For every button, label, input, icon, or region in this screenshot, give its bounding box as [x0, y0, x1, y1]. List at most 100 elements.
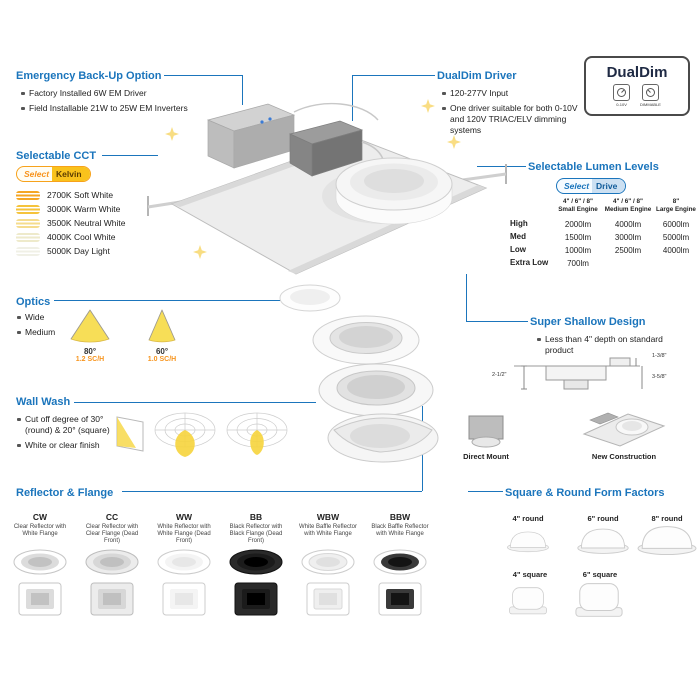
bullet-item: 120-277V Input	[441, 88, 593, 99]
new-construction-label: New Construction	[591, 452, 657, 461]
reflector-option-cc: CC Clear Reflector with Clear Flange (De…	[76, 512, 148, 618]
cct-option: 4000K Cool White	[16, 230, 125, 244]
column-engine: Large Engine	[656, 205, 696, 213]
square-trim-image	[306, 582, 350, 616]
round-trim-ring-1	[312, 315, 420, 365]
round-trim-image	[85, 549, 139, 575]
lumen-value: 4000lm	[614, 219, 642, 229]
emergency-section-title: Emergency Back-Up Option	[16, 70, 162, 82]
fixture-product-photo	[147, 99, 507, 275]
bullet-item: Field Installable 21W to 25W EM Inverter…	[20, 103, 230, 114]
leader-line	[164, 75, 242, 76]
lumen-value: 700lm	[567, 258, 589, 268]
option-description: White Reflector with White Flange (Dead …	[157, 524, 211, 545]
emergency-bullet-list: Factory Installed 6W EM Driver Field Ins…	[20, 84, 230, 114]
wallwash-bullet-list: Cut off degree of 30° (round) & 20° (squ…	[16, 410, 110, 451]
wallwash-section-title: Wall Wash	[16, 396, 71, 408]
square-trim-image	[18, 582, 62, 616]
round-8in-photo	[637, 526, 697, 556]
lumen-column-header: 4" / 6" / 8" Medium Engine	[602, 198, 654, 214]
dimension-label: 1-3/8"	[652, 353, 667, 359]
formfactors-section-title: Square & Round Form Factors	[505, 487, 665, 499]
cct-option: 3000K Warm White	[16, 202, 125, 216]
direct-mount-label: Direct Mount	[463, 452, 509, 461]
option-code: BB	[249, 512, 263, 522]
option-code: WBW	[316, 512, 340, 522]
option-description: Clear Reflector with Clear Flange (Dead …	[85, 524, 139, 545]
wall-wash-trim	[327, 413, 439, 463]
beam-diagram-wide: 80° 1.2 SC/H	[66, 308, 114, 363]
dimmer-badge-0-10v: 0-10V	[613, 84, 631, 107]
wiring	[293, 102, 379, 121]
dualdim-section-title: DualDim Driver	[437, 70, 517, 82]
cct-swatch-icon	[16, 218, 40, 228]
leader-line	[466, 274, 467, 321]
round-4in-photo	[507, 531, 549, 553]
optics-beam-diagrams: 80° 1.2 SC/H 60° 1.0 SC/H	[66, 308, 186, 363]
bullet-item: One driver suitable for both 0-10V and 1…	[441, 103, 593, 136]
cct-section-title: Selectable CCT	[16, 150, 97, 162]
bullet-item: Cut off degree of 30° (round) & 20° (squ…	[16, 414, 110, 436]
leader-line	[352, 75, 353, 121]
bullet-item: White or clear finish	[16, 440, 110, 451]
form-factor-label: 4" round	[512, 514, 544, 523]
row-label: Extra Low	[510, 258, 549, 268]
flat-trim-disc	[279, 284, 341, 312]
badge-kelvin-text: Kelvin	[52, 167, 90, 181]
badge-select-text: Select	[24, 168, 50, 179]
bullet-item: Less than 4" depth on standard product	[536, 334, 691, 356]
lumens-section-title: Selectable Lumen Levels	[528, 161, 659, 173]
round-trim-image	[373, 549, 427, 575]
square-trim-image	[234, 582, 278, 616]
reflector-option-bbw: BBW Black Baffle Reflector with White Fl…	[364, 512, 436, 618]
beam-ratio-label: 1.2 SC/H	[75, 356, 105, 363]
column-engine: Medium Engine	[604, 205, 652, 213]
light-engine-can	[335, 157, 453, 225]
beam-angle-label: 60°	[155, 347, 169, 356]
lumen-value: 5000lm	[662, 232, 690, 242]
lumen-table: 4" / 6" / 8" Small Engine 4" / 6" / 8" M…	[510, 198, 698, 270]
dimmer-badge-label: DIMMABLE	[640, 102, 661, 107]
cct-option-label: 3000K Warm White	[47, 204, 121, 214]
row-label: Low	[510, 245, 526, 255]
beam-angle-label: 80°	[83, 347, 97, 356]
option-code: CC	[105, 512, 119, 522]
form-factor-label: 6" round	[587, 514, 619, 523]
optics-section-title: Optics	[16, 296, 51, 308]
row-label: Med	[510, 232, 526, 242]
form-factor-label: 6" square	[582, 570, 618, 579]
option-code: CW	[32, 512, 48, 522]
em-driver-box	[206, 103, 296, 169]
cct-option: 5000K Day Light	[16, 244, 125, 258]
dimmer-dial-icon	[613, 84, 631, 101]
cct-swatch-icon	[16, 204, 40, 214]
leader-line	[477, 166, 526, 167]
optics-bullet-list: Wide Medium	[16, 308, 62, 338]
lumen-value: 2500lm	[614, 245, 642, 255]
leader-line	[54, 300, 286, 301]
reflector-option-ww: WW White Reflector with White Flange (De…	[148, 512, 220, 618]
square-trim-image	[90, 582, 134, 616]
round-trim-ring-2	[318, 363, 434, 417]
cct-swatch-icon	[16, 246, 40, 256]
square-6in-photo	[575, 583, 623, 617]
shallow-section-title: Super Shallow Design	[530, 316, 646, 328]
bullet-item: Wide	[16, 312, 62, 323]
leader-line	[466, 321, 528, 322]
lumen-table-row: Med 1500lm 3000lm 5000lm	[510, 231, 698, 244]
cct-option: 2700K Soft White	[16, 188, 125, 202]
leader-line	[352, 75, 435, 76]
dualdim-dimmer-icons: 0-10V DIMMABLE	[613, 84, 661, 107]
lumen-value: 6000lm	[662, 219, 690, 229]
cct-option-label: 3500K Neutral White	[47, 218, 126, 228]
leader-line	[102, 155, 158, 156]
junction-box	[288, 120, 364, 177]
lumen-value: 1500lm	[564, 232, 592, 242]
lumen-value: 4000lm	[662, 245, 690, 255]
round-6in-photo	[577, 528, 629, 554]
dualdim-brand-text: DualDim	[606, 64, 668, 81]
round-trim-image	[301, 549, 355, 575]
new-construction-photo	[582, 412, 666, 447]
lumen-value: 1000lm	[564, 245, 592, 255]
